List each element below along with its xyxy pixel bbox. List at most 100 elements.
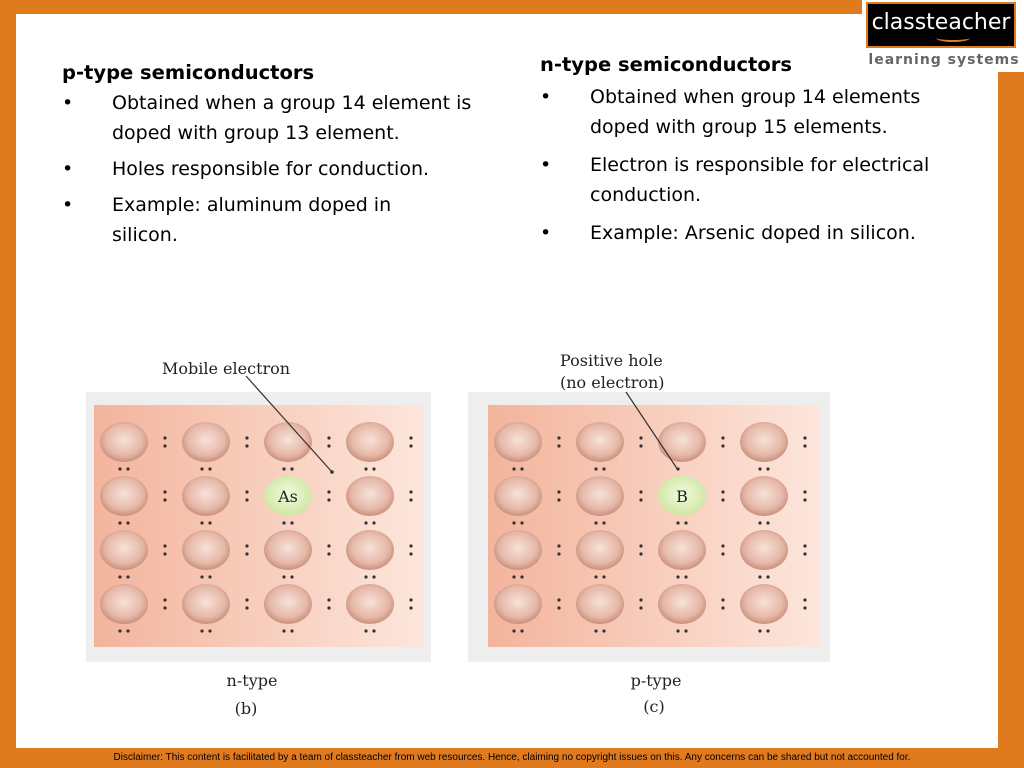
- bond-electron: [118, 629, 122, 633]
- bond-electron: [245, 436, 249, 440]
- silicon-atom: [346, 530, 394, 570]
- bond-electron: [803, 498, 807, 502]
- bond-electron: [245, 498, 249, 502]
- silicon-atom: [182, 422, 230, 462]
- lattice-diagram: As B Mobile electron Positive hole (no e…: [86, 351, 830, 718]
- list-item: •Electron is responsible for electrical …: [540, 150, 960, 210]
- silicon-atom: [182, 530, 230, 570]
- bond-electron: [409, 436, 413, 440]
- silicon-atom: [494, 422, 542, 462]
- bond-electron: [639, 444, 643, 448]
- bond-electron: [557, 606, 561, 610]
- bond-electron: [557, 444, 561, 448]
- bond-electron: [163, 552, 167, 556]
- silicon-atom: [346, 476, 394, 516]
- silicon-atom: [658, 422, 706, 462]
- silicon-atom: [346, 584, 394, 624]
- bond-electron: [327, 552, 331, 556]
- bond-electron: [245, 490, 249, 494]
- silicon-atom: [740, 530, 788, 570]
- list-item: •Example: Arsenic doped in silicon.: [540, 218, 950, 248]
- bond-electron: [721, 544, 725, 548]
- bond-electron: [766, 467, 770, 471]
- bond-electron: [684, 629, 688, 633]
- silicon-atom: [494, 476, 542, 516]
- bond-electron: [676, 575, 680, 579]
- bond-electron: [245, 444, 249, 448]
- bond-electron: [245, 552, 249, 556]
- silicon-atom: [494, 584, 542, 624]
- bond-electron: [126, 467, 130, 471]
- bond-electron: [512, 521, 516, 525]
- bond-electron: [208, 521, 212, 525]
- logo-wordmark: classteacher: [866, 2, 1016, 48]
- bond-electron: [290, 629, 294, 633]
- bond-electron: [557, 436, 561, 440]
- n-type-caption: n-type: [227, 671, 278, 690]
- p-type-column: p-type semiconductors •Obtained when a g…: [62, 58, 502, 256]
- dopant-symbol: As: [277, 487, 298, 506]
- bond-electron: [684, 521, 688, 525]
- bond-electron: [118, 521, 122, 525]
- silicon-atom: [100, 422, 148, 462]
- bond-electron: [409, 598, 413, 602]
- bond-electron: [766, 521, 770, 525]
- silicon-atom: [346, 422, 394, 462]
- silicon-atom: [182, 476, 230, 516]
- dopant-symbol: B: [676, 487, 688, 506]
- bond-electron: [520, 467, 524, 471]
- silicon-atom: [264, 584, 312, 624]
- bond-electron: [639, 498, 643, 502]
- bond-electron: [163, 544, 167, 548]
- semiconductor-lattice-figure: As B Mobile electron Positive hole (no e…: [86, 350, 836, 730]
- bond-electron: [200, 467, 204, 471]
- bullet-icon: •: [62, 194, 74, 216]
- silicon-atom: [264, 422, 312, 462]
- n-type-column: n-type semiconductors •Obtained when gro…: [540, 50, 960, 256]
- bond-electron: [372, 575, 376, 579]
- bond-electron: [118, 575, 122, 579]
- bond-electron: [758, 629, 762, 633]
- disclaimer-text: Disclaimer: This content is facilitated …: [113, 752, 911, 763]
- silicon-atom: [264, 530, 312, 570]
- bond-electron: [163, 606, 167, 610]
- silicon-atom: [100, 476, 148, 516]
- list-item: •Obtained when a group 14 element is dop…: [62, 88, 502, 148]
- silicon-atom: [100, 530, 148, 570]
- bond-electron: [282, 629, 286, 633]
- bond-electron: [721, 490, 725, 494]
- bond-electron: [721, 552, 725, 556]
- bond-electron: [208, 467, 212, 471]
- bullet-icon: •: [540, 86, 552, 108]
- bond-electron: [594, 521, 598, 525]
- bond-electron: [557, 544, 561, 548]
- bond-electron: [409, 444, 413, 448]
- bond-electron: [594, 575, 598, 579]
- logo-tagline: learning systems: [868, 52, 1020, 68]
- mobile-electron-label: Mobile electron: [162, 359, 290, 378]
- bond-electron: [557, 490, 561, 494]
- bond-electron: [364, 629, 368, 633]
- bond-electron: [758, 467, 762, 471]
- bond-electron: [758, 521, 762, 525]
- silicon-atom: [740, 476, 788, 516]
- list-item: •Holes responsible for conduction.: [62, 154, 502, 184]
- bond-electron: [639, 436, 643, 440]
- bond-electron: [409, 606, 413, 610]
- bullet-icon: •: [540, 154, 552, 176]
- silicon-atom: [740, 422, 788, 462]
- bond-electron: [639, 606, 643, 610]
- bond-electron: [639, 552, 643, 556]
- bond-electron: [676, 629, 680, 633]
- bullet-icon: •: [62, 158, 74, 180]
- bond-electron: [290, 575, 294, 579]
- silicon-atom: [182, 584, 230, 624]
- silicon-atom: [658, 530, 706, 570]
- mobile-electron-pointer: [245, 375, 333, 473]
- bond-electron: [520, 575, 524, 579]
- bond-electron: [594, 629, 598, 633]
- bond-electron: [602, 467, 606, 471]
- bond-electron: [409, 552, 413, 556]
- silicon-atom: [658, 584, 706, 624]
- bond-electron: [512, 575, 516, 579]
